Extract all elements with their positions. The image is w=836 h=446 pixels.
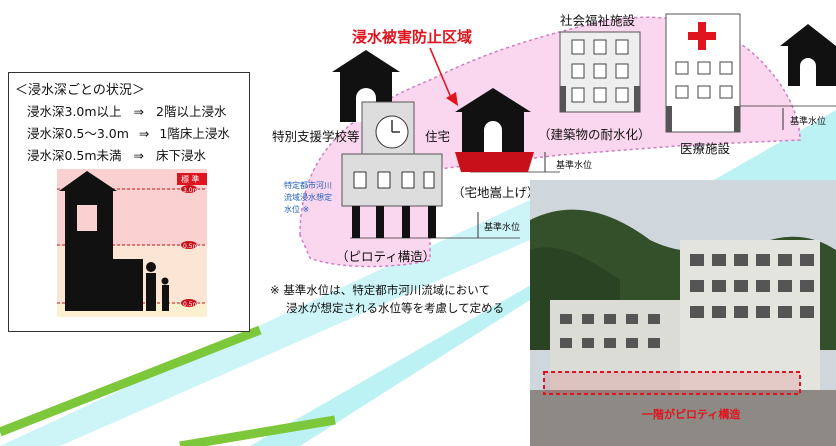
title-pointer-arrowhead [446, 92, 458, 106]
house-icon [455, 88, 531, 152]
legend-arrow: ⇒ [133, 148, 145, 163]
legend-row: 浸水深0.5m未満 ⇒ 床下浸水 [27, 145, 206, 164]
legend-result: 1階床上浸水 [159, 126, 230, 141]
river-note-line3: 水位 ※ [284, 205, 310, 214]
label-social-welfare: 社会福祉施設 [560, 13, 636, 28]
house-icon [780, 24, 836, 86]
footnote-line2: 浸水が想定される水位等を考慮して定める [286, 301, 505, 315]
ref-level-label-piloti: 基準水位 [484, 223, 521, 233]
legend-mark-top: 3.0m [183, 187, 199, 194]
photo-caption: 一階がピロティ構造 [642, 408, 741, 421]
label-piloti: （ピロティ構造） [336, 249, 436, 264]
legend-depth: 浸水深0.5m未満 [27, 148, 122, 163]
label-raise-ground: （宅地嵩上げ） [452, 185, 540, 200]
green-line-1 [0, 325, 262, 437]
social-welfare-building [559, 31, 641, 113]
footnote-line1: ※ 基準水位は、特定都市河川流域において [270, 283, 490, 297]
flood-depth-legend: ＜浸水深ごとの状況＞ 浸水深3.0m以上 ⇒ 2階以上浸水 浸水深0.5～3.0… [8, 72, 250, 332]
legend-depth: 浸水深0.5～3.0m [27, 126, 129, 141]
legend-row: 浸水深0.5～3.0m ⇒ 1階床上浸水 [27, 123, 230, 142]
label-hospital: 医療施設 [680, 141, 731, 156]
zone-title: 浸水被害防止区域 [352, 28, 473, 46]
legend-result: 2階以上浸水 [156, 104, 227, 119]
green-line-2 [179, 415, 336, 446]
school-photo-image [530, 180, 836, 446]
house-icon [332, 50, 400, 122]
depth-illustration [57, 169, 207, 317]
label-house: 住宅 [425, 129, 451, 144]
legend-mark-mid: 0.5m [183, 243, 199, 250]
ref-level-label-house: 基準水位 [556, 161, 593, 171]
legend-depth: 浸水深3.0m以上 [27, 104, 122, 119]
label-special-school: 特別支援学校等 [272, 129, 360, 144]
river-note-line1: 特定都市河川 [284, 181, 332, 190]
legend-mark-low: 0.5m [183, 301, 199, 308]
legend-row: 浸水深3.0m以上 ⇒ 2階以上浸水 [27, 101, 226, 120]
legend-arrow: ⇒ [133, 104, 145, 119]
legend-arrow: ⇒ [138, 126, 150, 141]
ref-level-label-hospital: 基準水位 [790, 117, 827, 127]
raised-ground-base [455, 152, 534, 172]
hospital-building [665, 13, 741, 133]
legend-badge: 標 準 [181, 175, 200, 184]
label-waterproofing: （建築物の耐水化） [538, 127, 651, 142]
special-school-building [341, 101, 443, 238]
title-pointer-arrow [429, 47, 453, 101]
legend-title: ＜浸水深ごとの状況＞ [15, 83, 145, 98]
river-note-line2: 流域浸水想定 [284, 193, 332, 202]
legend-result: 床下浸水 [156, 148, 207, 163]
school-photo: 一階がピロティ構造 [530, 180, 836, 446]
